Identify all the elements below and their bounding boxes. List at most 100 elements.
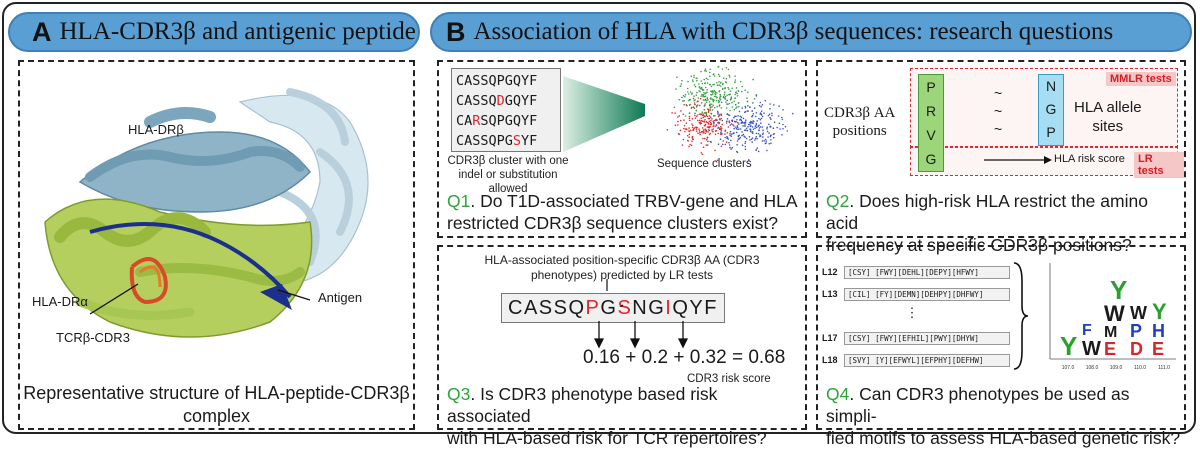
cluster-dot	[712, 83, 714, 86]
cluster-dot	[686, 134, 689, 137]
q1-number: Q1	[447, 191, 471, 211]
q3-seq-part: S	[617, 297, 633, 319]
q1-cluster-caption: CDR3β cluster with one indel or substitu…	[443, 154, 573, 196]
cluster-dot	[688, 104, 691, 106]
cluster-dot	[729, 99, 732, 101]
cluster-dot	[716, 82, 718, 84]
cluster-dot	[692, 97, 695, 100]
cluster-dot	[768, 132, 770, 134]
panel-a-caption-line1: Representative structure of HLA-peptide-…	[23, 383, 410, 403]
cluster-dot	[674, 112, 676, 114]
q4-brace	[1013, 262, 1029, 370]
svg-text:P: P	[1130, 321, 1142, 341]
q4-row-motif: [CSY] [FWY][DEHL][DEPY][HFWY]	[844, 265, 1010, 279]
cluster-dot	[708, 133, 711, 136]
q1-seq-2: CASSQDGQYF	[456, 93, 538, 109]
cluster-dot	[687, 93, 690, 95]
cluster-dot	[751, 126, 754, 128]
q2-mmlr-badge: MMLR tests	[1106, 72, 1176, 86]
label-tcr-cdr3: TCRβ-CDR3	[56, 330, 130, 345]
cluster-dot	[699, 90, 701, 93]
q3-heading-2: phenotypes) predicted by LR tests	[530, 268, 714, 282]
q1-seq-1: CASSQPGQYF	[456, 73, 538, 89]
cluster-dot	[682, 94, 685, 97]
cluster-dot	[733, 100, 736, 103]
cluster-dot	[710, 120, 712, 122]
q4-logo-xtick: 111.0	[1158, 365, 1170, 371]
cluster-dot	[687, 139, 689, 142]
cluster-dot	[749, 139, 751, 141]
cluster-dot	[734, 103, 737, 106]
cluster-dot	[741, 85, 743, 88]
cluster-dot	[718, 118, 721, 120]
cluster-dot	[688, 145, 690, 148]
svg-text:Y: Y	[1060, 331, 1077, 361]
cluster-dot	[688, 115, 691, 118]
cluster-dot	[728, 76, 731, 78]
cluster-dot	[707, 122, 710, 124]
cluster-dot	[744, 140, 747, 143]
cluster-dot	[724, 129, 727, 132]
cluster-dot	[703, 109, 706, 111]
cluster-dot	[729, 134, 731, 136]
cluster-dot	[737, 90, 739, 92]
cluster-dot	[770, 134, 772, 137]
cluster-dot	[700, 119, 703, 122]
cluster-dot	[738, 128, 740, 130]
cluster-dot	[729, 90, 732, 92]
cluster-dot	[693, 102, 696, 104]
cluster-dot	[744, 125, 746, 127]
cluster-dot	[742, 117, 745, 120]
cluster-dot	[714, 114, 716, 117]
cluster-dot	[736, 95, 739, 97]
cluster-dot	[744, 107, 747, 109]
q4-logo-xtick: 107.0	[1062, 365, 1075, 371]
cluster-dot	[705, 92, 707, 94]
cluster-dot	[741, 134, 743, 137]
cluster-dot	[710, 85, 713, 88]
cluster-dot	[771, 114, 773, 117]
cluster-dot	[735, 115, 737, 118]
cluster-dot	[706, 97, 709, 99]
cluster-dot	[707, 99, 709, 101]
panel-b-title: Association of HLA with CDR3β sequences:…	[473, 18, 1114, 45]
svg-text:Y: Y	[1152, 299, 1167, 324]
q4-row-id: L17	[822, 333, 838, 343]
q4-logo-xtick: 109.0	[1110, 365, 1123, 371]
cluster-dot	[685, 122, 688, 124]
q4-row: L12 [CSY] [FWY][DEHL][DEPY][HFWY]	[822, 261, 1010, 283]
cluster-dot	[769, 116, 771, 119]
cluster-dot	[687, 80, 689, 83]
cluster-dot	[749, 121, 751, 124]
cluster-dot	[714, 93, 716, 95]
cluster-dot	[759, 118, 762, 121]
panel-a-header: A HLA-CDR3β and antigenic peptide	[8, 12, 420, 52]
cluster-dot	[711, 94, 713, 96]
cluster-dot	[765, 140, 767, 142]
q2-allele-label-1: HLA allele	[1074, 99, 1142, 116]
cluster-dot	[746, 97, 748, 99]
cluster-dot	[744, 148, 747, 150]
cluster-dot	[746, 110, 749, 112]
cluster-dot	[702, 146, 705, 148]
cluster-dot	[691, 106, 693, 109]
cluster-dot	[719, 138, 722, 140]
cluster-dot	[741, 144, 744, 146]
cluster-dot	[748, 136, 751, 138]
cluster-dot	[715, 129, 718, 132]
cluster-dot	[778, 122, 781, 125]
cluster-dot	[720, 114, 723, 117]
cluster-dot	[683, 103, 685, 106]
cluster-dot	[698, 130, 701, 132]
cluster-dot	[707, 111, 710, 113]
svg-text:W: W	[1082, 338, 1101, 360]
cluster-dot	[700, 152, 703, 154]
cluster-dot	[729, 146, 731, 149]
cluster-dot	[747, 123, 750, 126]
cluster-dot	[755, 112, 758, 114]
cluster-dot	[717, 73, 720, 76]
cluster-dot	[726, 99, 728, 102]
cluster-dot	[709, 83, 712, 86]
cluster-dot	[758, 104, 761, 107]
cluster-dot	[735, 131, 738, 134]
